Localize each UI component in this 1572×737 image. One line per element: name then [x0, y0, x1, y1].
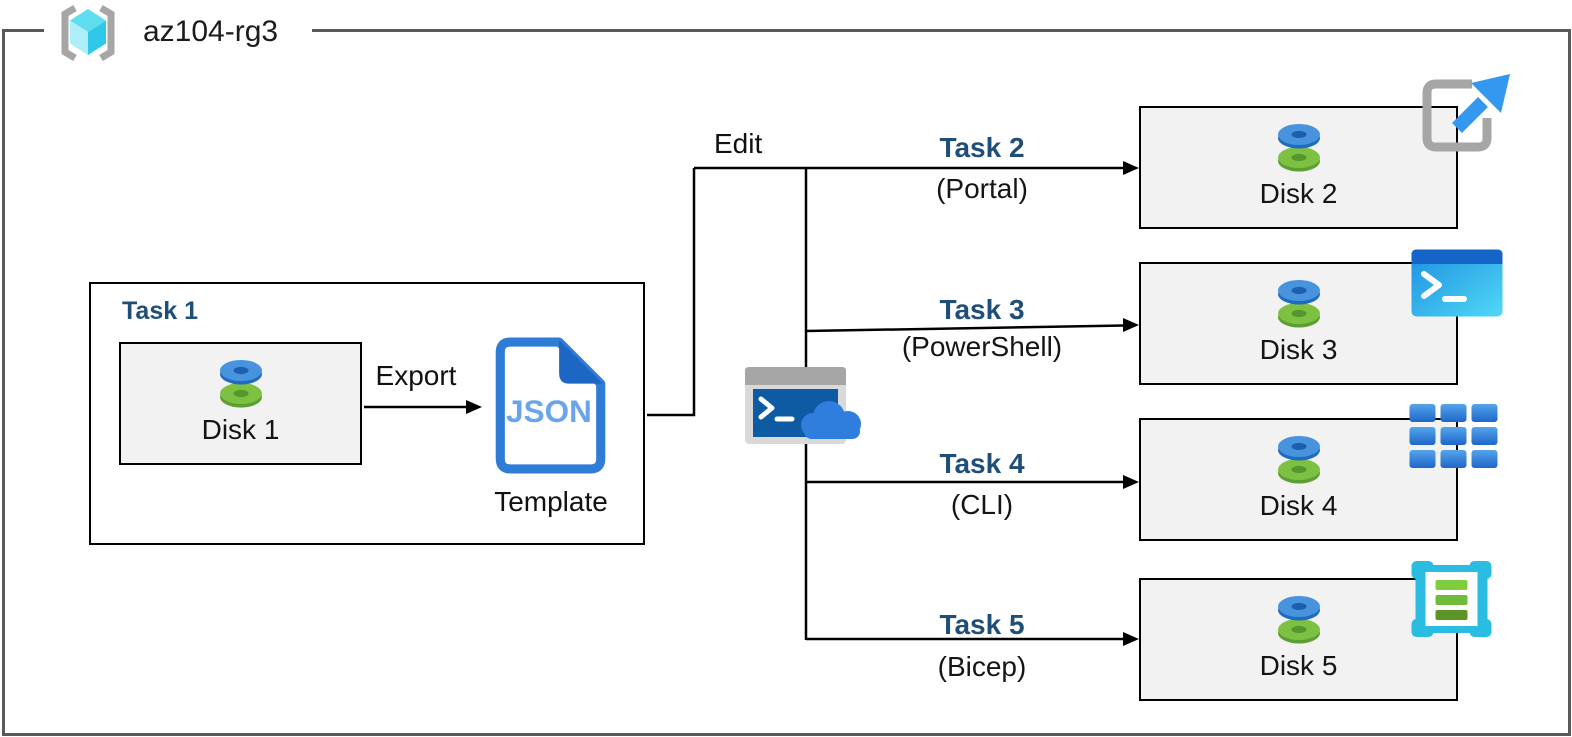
cloud-glyph	[801, 401, 861, 439]
disk-icon	[1277, 280, 1320, 328]
task5-label: Task 5	[939, 609, 1025, 640]
disk4-box: Disk 4	[1139, 418, 1458, 541]
json-doc-text: JSON	[506, 394, 592, 429]
task2-method: (Portal)	[936, 173, 1028, 204]
disk-icon	[1277, 436, 1320, 484]
disk1-label: Disk 1	[201, 414, 280, 445]
disk5-label: Disk 5	[1259, 650, 1338, 681]
disk1-box: Disk 1	[119, 342, 362, 465]
disk2-box: Disk 2	[1139, 106, 1458, 229]
json-template-icon: JSON	[495, 337, 606, 474]
task1-title: Task 1	[122, 297, 198, 325]
task2-label: Task 2	[939, 132, 1025, 163]
bicep-icon	[1411, 561, 1492, 637]
disk5-box: Disk 5	[1139, 578, 1458, 701]
powershell-icon	[1411, 249, 1503, 317]
cloud-shell-icon	[745, 367, 861, 444]
disk3-label: Disk 3	[1259, 334, 1338, 365]
task4-method: (CLI)	[950, 489, 1014, 520]
azure-cli-icon	[1409, 404, 1498, 468]
disk4-label: Disk 4	[1259, 490, 1338, 521]
task3-label: Task 3	[939, 294, 1025, 325]
resource-group-name: az104-rg3	[143, 15, 279, 48]
disk3-box: Disk 3	[1139, 262, 1458, 385]
template-caption: Template	[494, 486, 608, 517]
resource-group-icon	[61, 4, 115, 62]
azure-portal-icon	[1422, 74, 1510, 152]
disk-icon	[219, 360, 262, 408]
resource-group-frame	[2, 29, 1571, 736]
task3-method: (PowerShell)	[901, 331, 1063, 362]
edit-label: Edit	[714, 128, 763, 159]
task4-label: Task 4	[939, 448, 1025, 479]
disk-icon	[1277, 124, 1320, 172]
disk2-label: Disk 2	[1259, 178, 1338, 209]
export-label: Export	[375, 360, 457, 391]
disk-icon	[1277, 596, 1320, 644]
task5-method: (Bicep)	[937, 651, 1027, 682]
